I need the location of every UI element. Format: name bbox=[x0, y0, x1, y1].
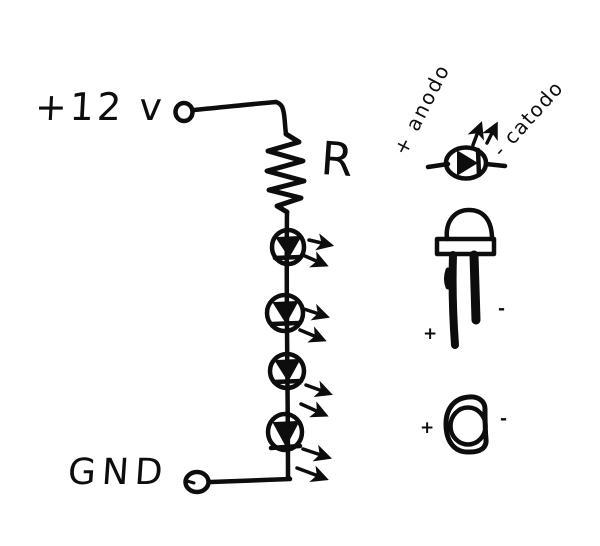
light-arrows-symbol bbox=[467, 121, 498, 147]
bottom-view-minus-label: - bbox=[500, 409, 508, 429]
series-led-2 bbox=[264, 292, 330, 343]
series-led-3 bbox=[267, 351, 333, 418]
supply-voltage-label: +12 v bbox=[33, 85, 166, 129]
series-led-4 bbox=[265, 411, 332, 482]
led-schematic-symbol bbox=[425, 121, 508, 181]
ground-label: GND bbox=[66, 452, 171, 493]
anode-leg bbox=[448, 251, 459, 349]
front-view-minus-label: - bbox=[498, 299, 506, 319]
led-package-bottom-view bbox=[443, 394, 489, 455]
series-led-1 bbox=[269, 227, 335, 268]
light-arrows-1 bbox=[303, 233, 335, 268]
light-arrows-4 bbox=[295, 444, 332, 482]
light-arrows-3 bbox=[299, 380, 333, 418]
cathode-leg bbox=[469, 250, 481, 325]
ground-terminal bbox=[183, 469, 211, 495]
bottom-view-plus-label: + bbox=[420, 418, 435, 438]
resistor-label: R bbox=[319, 130, 355, 188]
light-arrows-2 bbox=[298, 303, 330, 343]
led-package-front-view bbox=[434, 207, 497, 349]
front-view-plus-label: + bbox=[423, 324, 438, 344]
wire-led-to-ground bbox=[208, 474, 293, 485]
wire-supply-to-resistor bbox=[191, 99, 289, 137]
supply-terminal bbox=[173, 100, 195, 124]
resistor-symbol bbox=[264, 131, 307, 215]
